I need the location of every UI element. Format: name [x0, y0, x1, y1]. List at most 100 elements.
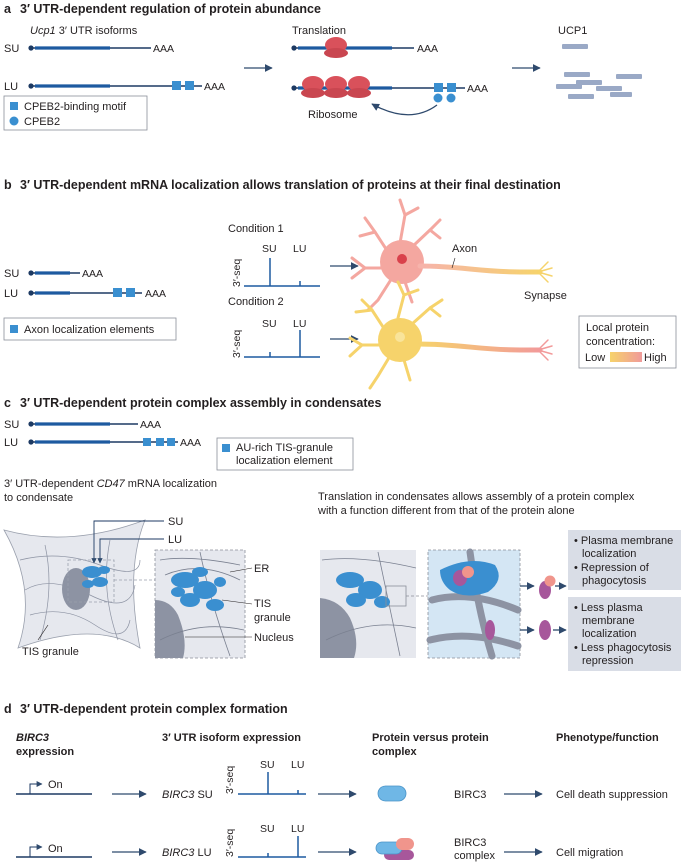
- repression-arrow: [371, 103, 438, 116]
- svg-text:complex: complex: [372, 746, 418, 758]
- svg-text:LU: LU: [4, 437, 18, 449]
- svg-text:• Plasma membrane: • Plasma membrane: [574, 535, 673, 547]
- condensate-translation: [320, 548, 522, 660]
- a-su-translation: AAA: [291, 37, 438, 58]
- cpeb2-2: [446, 93, 456, 103]
- a-legend-protein-swatch: [9, 116, 19, 126]
- condition-2-label: Condition 2: [228, 296, 284, 308]
- panel-a: a 3′ UTR-dependent regulation of protein…: [3, 2, 642, 131]
- conc-high: High: [644, 352, 667, 364]
- panel-d: d 3′ UTR-dependent protein complex forma…: [4, 702, 668, 862]
- d-col3-header: Protein versus protein: [372, 732, 489, 744]
- ribosome-single-small: [324, 48, 348, 58]
- panel-c: c 3′ UTR-dependent protein complex assem…: [3, 396, 681, 671]
- svg-text:complex: complex: [454, 850, 495, 862]
- svg-text:SU: SU: [260, 759, 275, 771]
- panel-c-title: 3′ UTR-dependent protein complex assembl…: [20, 396, 381, 410]
- svg-text:3′-seq: 3′-seq: [224, 766, 236, 794]
- a-lu-label: LU: [4, 81, 18, 93]
- panel-a-title: 3′ UTR-dependent regulation of protein a…: [20, 2, 321, 16]
- d-row2-gene: BIRC3 LU: [162, 847, 212, 859]
- c-left-caption-1: 3′ UTR-dependent CD47 mRNA localization: [4, 478, 217, 490]
- tis-cell: SU LU TIS granule: [3, 516, 183, 658]
- a-legend-protein-label: CPEB2: [24, 116, 60, 128]
- tis-granule-label: TIS granule: [22, 646, 79, 658]
- svg-text:repression: repression: [582, 655, 633, 667]
- conc-low: Low: [585, 352, 605, 364]
- b-c2-lu: LU: [293, 318, 306, 330]
- ucp1-proteins: [556, 44, 642, 99]
- svg-text:• Less plasma: • Less plasma: [574, 602, 644, 614]
- birc3-complex: [375, 838, 414, 860]
- nucleus-label: Nucleus: [254, 632, 294, 644]
- svg-text:BIRC3: BIRC3: [454, 837, 486, 849]
- svg-text:• Less phagocytosis: • Less phagocytosis: [574, 642, 672, 654]
- b-c2-su: SU: [262, 318, 277, 330]
- svg-text:phagocytosis: phagocytosis: [582, 575, 647, 587]
- concentration-gradient: [610, 352, 642, 362]
- svg-text:expression: expression: [16, 746, 74, 758]
- d-col2-header: 3′ UTR isoform expression: [162, 732, 301, 744]
- neuron-condition-1: Axon Synapse: [350, 198, 567, 312]
- svg-text:SU: SU: [4, 419, 19, 431]
- b-su-polya: AAA: [82, 268, 103, 280]
- ribosome-2: [325, 76, 347, 92]
- b-lu-polya: AAA: [145, 288, 166, 300]
- svg-text:LU: LU: [291, 759, 304, 771]
- isoforms-label: Ucp1 3′ UTR isoforms: [30, 25, 138, 37]
- concentration-legend-box: [578, 315, 677, 369]
- svg-text:membrane: membrane: [582, 615, 635, 627]
- a-lu-motif-1: [172, 81, 181, 90]
- a-su-translation-polya: AAA: [417, 43, 438, 55]
- d-col1-header: BIRC3: [16, 732, 49, 744]
- svg-text:BIRC3: BIRC3: [454, 789, 486, 801]
- d-row1-gene: BIRC3 SU: [162, 789, 213, 801]
- ribosome-label: Ribosome: [308, 109, 358, 121]
- a-legend-box: [3, 95, 148, 131]
- panel-b: b 3′ UTR-dependent mRNA localization all…: [3, 178, 677, 390]
- granule-label: granule: [254, 612, 291, 624]
- cell-condensate: [82, 566, 110, 588]
- panel-a-letter: a: [4, 2, 12, 16]
- panel-d-letter: d: [4, 702, 12, 716]
- a-lu-motif-2: [185, 81, 194, 90]
- c-right-caption-1: Translation in condensates allows assemb…: [318, 491, 635, 503]
- a-lu-translation-polya: AAA: [467, 83, 488, 95]
- ribosome-1: [302, 76, 324, 92]
- translation-label: Translation: [292, 25, 346, 37]
- a-lu-translation: AAA Ribosome: [291, 76, 488, 121]
- neuron-condition-2: [348, 280, 553, 390]
- svg-text:localization: localization: [582, 548, 636, 560]
- b-lu-label: LU: [4, 288, 18, 300]
- svg-text:AAA: AAA: [140, 419, 161, 431]
- cell-nucleus: [62, 568, 90, 610]
- phenotype-1: Cell death suppression: [556, 789, 668, 801]
- svg-text:localization: localization: [582, 628, 636, 640]
- c-lu-pointer-label: LU: [168, 534, 182, 546]
- d-col4-header: Phenotype/function: [556, 732, 659, 744]
- condensate-zoom: ER TIS granule Nucleus: [154, 549, 294, 659]
- svg-text:SU: SU: [260, 823, 275, 835]
- svg-text:Local protein: Local protein: [586, 322, 649, 334]
- svg-text:On: On: [48, 843, 63, 855]
- a-legend-motif-label: CPEB2-binding motif: [24, 101, 127, 113]
- svg-text:On: On: [48, 779, 63, 791]
- svg-text:AU-rich TIS-granule: AU-rich TIS-granule: [236, 442, 333, 454]
- a-lu-polya: AAA: [204, 81, 225, 93]
- ucp1-label: UCP1: [558, 25, 587, 37]
- svg-text:AAA: AAA: [180, 437, 201, 449]
- er-label: ER: [254, 563, 269, 575]
- condition-1-label: Condition 1: [228, 223, 284, 235]
- b-c1-lu: LU: [293, 243, 306, 255]
- a-su-label: SU: [4, 43, 19, 55]
- synapse-label: Synapse: [524, 290, 567, 302]
- c-left-caption-2: to condensate: [4, 492, 73, 504]
- b-su-label: SU: [4, 268, 19, 280]
- birc3-protein: [377, 785, 407, 802]
- b-c1-seq-label: 3′-seq: [231, 259, 243, 287]
- svg-text:LU: LU: [291, 823, 304, 835]
- b-c1-su: SU: [262, 243, 277, 255]
- axon-label: Axon: [452, 243, 477, 255]
- panel-d-title: 3′ UTR-dependent protein complex formati…: [20, 702, 288, 716]
